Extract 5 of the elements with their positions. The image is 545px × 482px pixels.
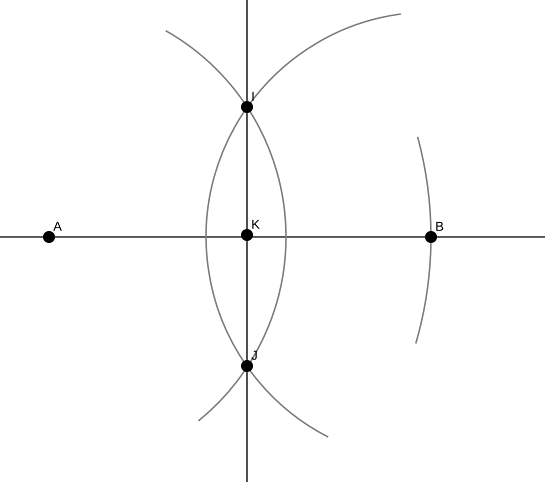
point-label: K <box>252 220 260 229</box>
point-label: I <box>252 92 254 101</box>
point-label: B <box>436 222 444 231</box>
point-label: A <box>53 222 62 231</box>
point-label: J <box>251 350 257 360</box>
